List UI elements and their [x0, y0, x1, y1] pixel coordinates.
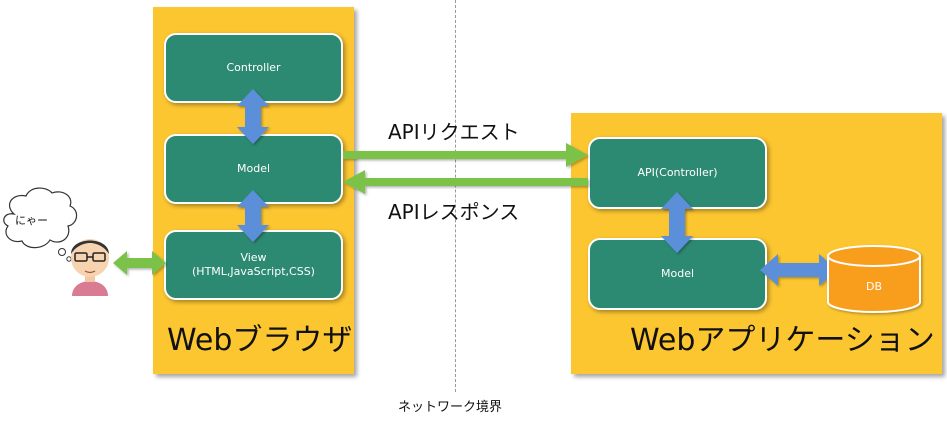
speech-bubble: [3, 187, 78, 262]
api-controller-label: API(Controller): [637, 166, 718, 179]
api-response-arrow: [343, 170, 588, 194]
user-avatar: [71, 239, 109, 296]
db-cylinder: [827, 245, 921, 313]
app-model-label: Model: [660, 267, 695, 280]
view-tech-label: (HTML,JavaScript,CSS): [192, 265, 315, 278]
application-title: Webアプリケーション: [630, 323, 935, 358]
browser-title: Webブラウザ: [167, 323, 353, 358]
api-request-arrow: [343, 143, 588, 167]
controller-model-arrow: [237, 89, 269, 144]
api-response-label: APIレスポンス: [388, 200, 520, 224]
model-view-arrow: [237, 190, 269, 242]
db-label: DB: [865, 280, 883, 293]
api-model-arrow: [661, 192, 693, 253]
model-db-arrow: [760, 254, 837, 286]
network-boundary-line: [455, 0, 456, 392]
user-view-arrow: [113, 251, 166, 275]
user-speech-text: にゃー: [15, 214, 48, 227]
browser-model-label: Model: [236, 162, 271, 175]
view-label: View: [240, 251, 267, 264]
network-boundary-label: ネットワーク境界: [398, 400, 503, 415]
controller-label: Controller: [226, 61, 281, 74]
api-request-label: APIリクエスト: [388, 120, 520, 144]
